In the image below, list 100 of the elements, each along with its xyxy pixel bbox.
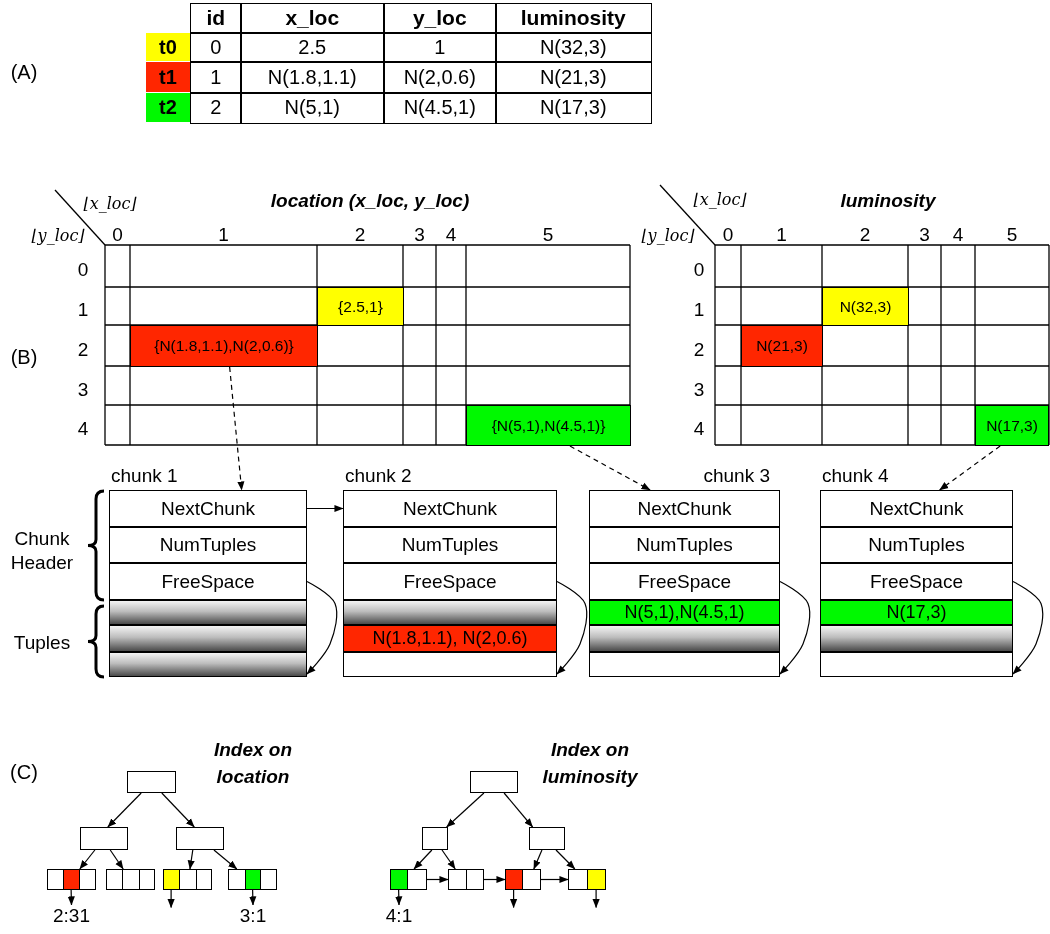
dashed-arrow [569, 445, 651, 491]
column-number: 0 [721, 223, 735, 248]
leaf-node [448, 869, 484, 890]
grid-title: luminosity [839, 189, 937, 214]
table-cell: 0 [190, 32, 242, 63]
header-field: FreeSpace [343, 563, 557, 600]
leaf-node [106, 869, 155, 890]
tuple-record: N(1.8,1.1), N(2,0.6) [343, 625, 557, 652]
arrow [213, 849, 238, 870]
column-header: x_loc [240, 3, 385, 34]
dashed-arrow [229, 366, 245, 491]
row-number: 2 [76, 337, 90, 362]
highlighted-cell: {2.5,1} [317, 287, 404, 326]
header-field: NextChunk [109, 490, 307, 527]
arrow [107, 792, 142, 828]
grid-title: location (x_loc, y_loc) [269, 189, 471, 214]
arrow [109, 849, 124, 870]
tuple-slot [820, 625, 1013, 652]
arrow [503, 792, 534, 828]
table-cell: N(17,3) [495, 92, 652, 124]
group-label: Tuples [12, 631, 72, 656]
table-cell: N(21,3) [495, 61, 652, 94]
table-cell: 1 [383, 32, 497, 63]
tuple-slot [109, 600, 307, 625]
arrow [187, 849, 195, 870]
axis-label: ⌊y_loc⌋ [30, 224, 86, 247]
column-number: 2 [858, 223, 872, 248]
header-field: FreeSpace [109, 563, 307, 600]
tuple-record: N(5,1),N(4.5,1) [589, 600, 780, 625]
index-node [176, 827, 224, 850]
arrow [306, 504, 344, 513]
column-header: y_loc [383, 3, 497, 34]
arrow [441, 849, 456, 870]
tuple-slot [343, 600, 557, 625]
column-number: 3 [918, 223, 931, 248]
chunk-label: chunk 1 [111, 464, 178, 488]
leaf-node [390, 869, 427, 890]
chunk-label: chunk 3 [703, 464, 770, 488]
row-number: 4 [692, 417, 706, 442]
arrow [540, 875, 569, 884]
row-number: 1 [76, 298, 90, 323]
table-cell: 1 [190, 61, 242, 94]
highlighted-cell: {N(1.8,1.1),N(2,0.6)} [130, 325, 318, 367]
arrow [67, 889, 75, 906]
column-number: 0 [111, 223, 124, 248]
arrow [426, 875, 449, 884]
panel-label: (C) [9, 759, 39, 785]
row-number: 2 [692, 337, 706, 362]
column-number: 5 [541, 223, 555, 248]
index-title: Index on luminosity [541, 738, 639, 789]
arrow [533, 849, 543, 870]
group-label: Chunk Header [9, 527, 75, 575]
table-cell: 2 [190, 92, 242, 124]
arrow [592, 889, 600, 909]
highlighted-cell: N(21,3) [741, 325, 823, 367]
column-number: 2 [353, 223, 367, 248]
arrow [161, 792, 195, 828]
row-number: 1 [692, 298, 706, 323]
highlighted-cell: N(32,3) [822, 287, 909, 326]
row-number: 3 [76, 377, 90, 402]
column-number: 4 [951, 223, 965, 248]
column-number: 3 [413, 223, 426, 248]
leaf-node [505, 869, 541, 890]
pointer-label: 4:1 [369, 905, 429, 929]
table-cell: 2.5 [240, 32, 385, 63]
leaf-entry [244, 868, 261, 890]
column-number: 1 [775, 223, 788, 248]
row-number: 0 [76, 258, 90, 283]
index-node [127, 771, 176, 793]
tuple-tag: t2 [146, 93, 190, 122]
row-number: 4 [76, 417, 90, 442]
arrow [249, 889, 257, 906]
free-slot [820, 652, 1013, 677]
arrow [510, 889, 518, 909]
table-cell: N(32,3) [495, 32, 652, 63]
highlighted-cell: {N(5,1),N(4.5,1)} [466, 405, 631, 446]
index-node [422, 827, 448, 850]
column-number: 4 [444, 223, 458, 248]
free-slot [589, 652, 780, 677]
axis-label: ⌊x_loc⌋ [82, 192, 138, 215]
header-field: NextChunk [820, 490, 1013, 527]
leaf-entry [504, 868, 523, 890]
tuple-tag: t0 [146, 33, 190, 61]
index-node [470, 771, 518, 793]
axis-label: ⌊x_loc⌋ [692, 188, 748, 211]
axis-label: ⌊y_loc⌋ [640, 224, 696, 247]
leaf-node [163, 869, 212, 890]
dashed-arrow [939, 445, 1001, 491]
leaf-entry [162, 868, 180, 890]
curved-arrow [1012, 580, 1044, 675]
pointer-label: 3:1 [223, 905, 283, 929]
table-cell: N(2,0.6) [383, 61, 497, 94]
row-number: 3 [692, 377, 706, 402]
leaf-node [47, 869, 96, 890]
index-title: Index on location [212, 738, 294, 789]
panel-label: (A) [9, 59, 39, 85]
arrow [395, 889, 403, 906]
leaf-node [568, 869, 606, 890]
pointer-label: 2:31 [40, 905, 103, 929]
column-header: luminosity [495, 3, 652, 34]
